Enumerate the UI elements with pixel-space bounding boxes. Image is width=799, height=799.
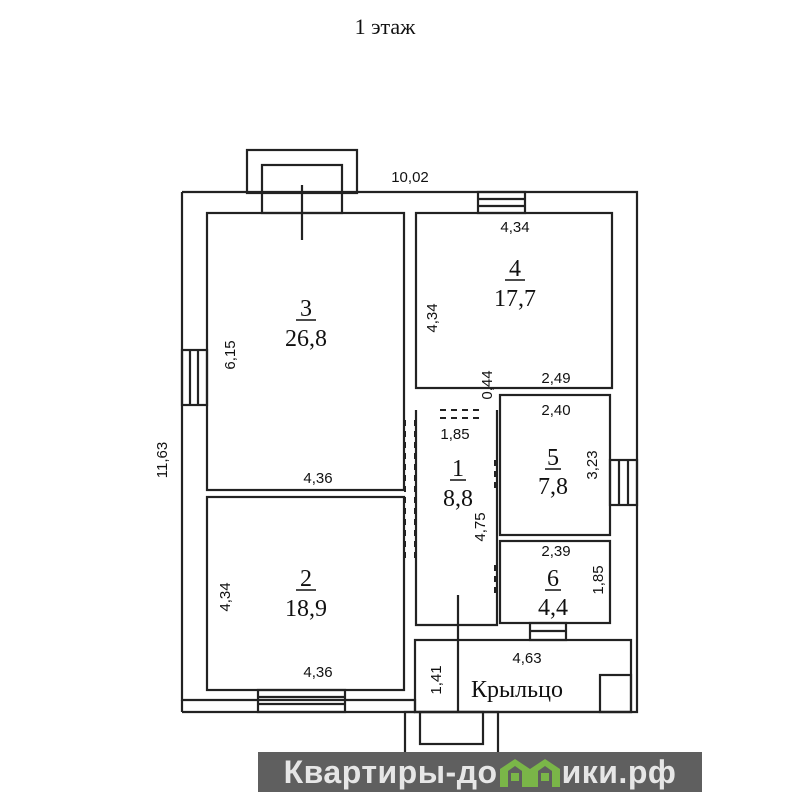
watermark-text-left: Квартиры-до bbox=[283, 753, 498, 790]
dim-room3-width: 4,36 bbox=[303, 470, 332, 487]
dim-room4-height: 4,34 bbox=[424, 303, 441, 332]
svg-text:17,7: 17,7 bbox=[494, 286, 536, 312]
svg-text:4,4: 4,4 bbox=[538, 595, 568, 621]
chimney bbox=[245, 148, 359, 240]
svg-text:6: 6 bbox=[547, 566, 559, 592]
dim-overall-height: 11,63 bbox=[154, 442, 171, 478]
room-5-label: 5 7,8 bbox=[538, 445, 568, 500]
window-room3 bbox=[180, 348, 209, 407]
svg-text:26,8: 26,8 bbox=[285, 326, 327, 352]
dim-gap: 0,44 bbox=[479, 370, 496, 399]
house-logo-icon bbox=[499, 757, 560, 787]
svg-text:8,8: 8,8 bbox=[443, 486, 473, 512]
dim-room1-width: 1,85 bbox=[440, 426, 469, 443]
svg-text:2: 2 bbox=[300, 566, 312, 592]
dim-room2-width: 4,36 bbox=[303, 664, 332, 681]
porch-step-inner bbox=[418, 710, 485, 746]
watermark-text-right: ики.рф bbox=[561, 753, 677, 790]
room-2-outline bbox=[205, 495, 406, 692]
room-1-label: 1 8,8 bbox=[443, 456, 473, 512]
window-room4 bbox=[476, 190, 527, 215]
window-room5 bbox=[608, 458, 639, 507]
dim-room3-height: 6,15 bbox=[222, 340, 239, 369]
svg-text:5: 5 bbox=[547, 445, 559, 471]
dim-room1-height: 4,75 bbox=[472, 512, 489, 541]
room-4-label: 4 17,7 bbox=[494, 256, 536, 312]
dim-r5-top: 2,49 bbox=[541, 370, 570, 387]
room-1-outline bbox=[414, 410, 499, 627]
room-3-label: 3 26,8 bbox=[285, 296, 327, 352]
room-2-label: 2 18,9 bbox=[285, 566, 327, 622]
svg-text:18,9: 18,9 bbox=[285, 596, 327, 622]
dim-room4-width: 4,34 bbox=[500, 219, 529, 236]
dim-room6-height: 1,85 bbox=[590, 565, 607, 594]
window-room2 bbox=[256, 688, 347, 714]
svg-text:4: 4 bbox=[509, 256, 521, 282]
svg-text:7,8: 7,8 bbox=[538, 474, 568, 500]
svg-text:3: 3 bbox=[300, 296, 312, 322]
dim-room5-width: 2,40 bbox=[541, 402, 570, 419]
dim-room2-height: 4,34 bbox=[217, 582, 234, 611]
dim-room5-height: 3,23 bbox=[584, 450, 601, 479]
dim-porch-width: 4,63 bbox=[512, 650, 541, 667]
porch-post bbox=[598, 673, 633, 714]
exterior-walls bbox=[180, 190, 639, 714]
svg-text:1: 1 bbox=[452, 456, 464, 482]
window-room6 bbox=[528, 621, 568, 642]
watermark: Квартиры-до ики.рф bbox=[258, 752, 702, 792]
porch-label: Крыльцо bbox=[471, 677, 563, 703]
dim-overall-width: 10,02 bbox=[391, 169, 429, 186]
dim-room6-width: 2,39 bbox=[541, 543, 570, 560]
dim-porch-height: 1,41 bbox=[428, 665, 445, 694]
floor-title: 1 этаж bbox=[355, 14, 417, 39]
room-6-label: 6 4,4 bbox=[538, 566, 568, 621]
